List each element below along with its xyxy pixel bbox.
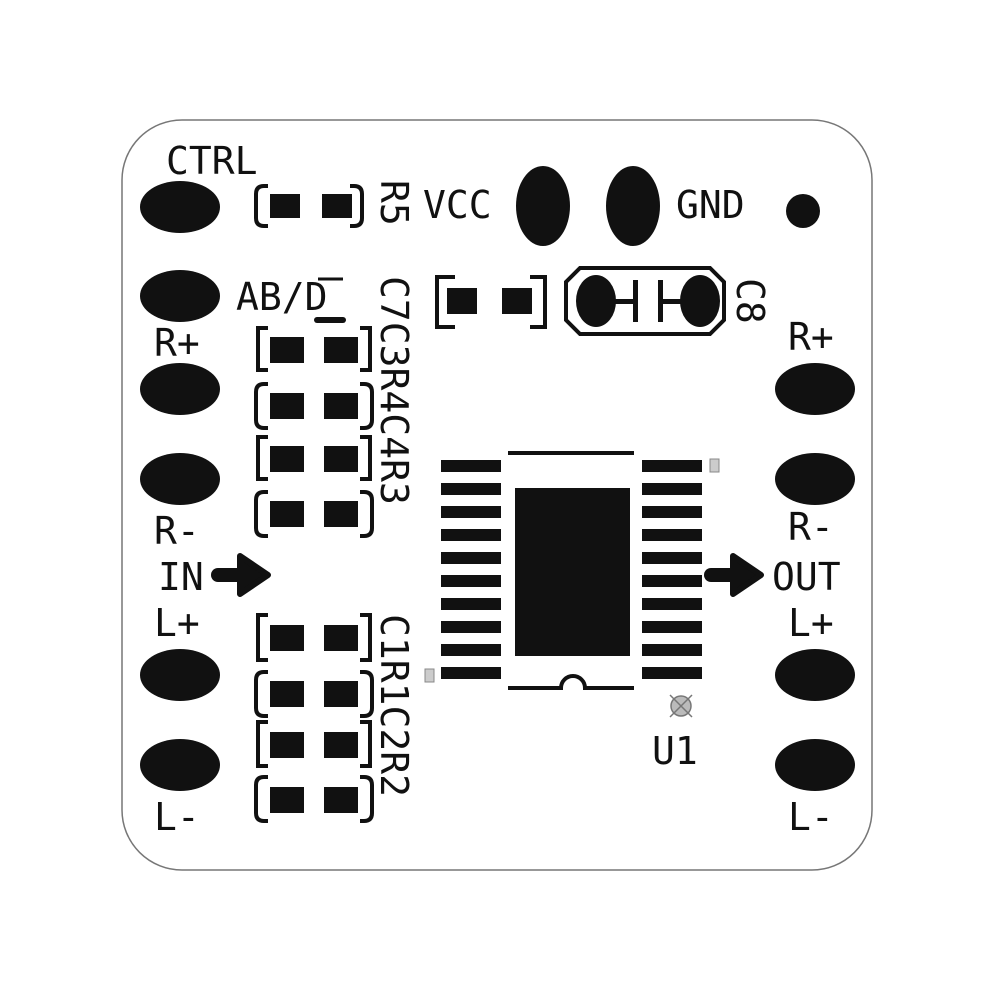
right-r-minus-pad[interactable]	[775, 453, 855, 505]
vcc-label: VCC	[423, 183, 492, 227]
u1-marker-right	[709, 458, 720, 473]
ic-pin	[642, 552, 702, 564]
left-l-plus-label: L+	[154, 601, 200, 645]
c8-footprint	[564, 266, 726, 336]
lower-passive-group	[254, 613, 374, 823]
ab-d-label: AB/D	[236, 275, 328, 319]
left-r-minus-label: R-	[154, 509, 200, 553]
component-ref-label: R2	[372, 751, 416, 797]
component-ref-label: R3	[372, 459, 416, 505]
component-ref-label: C7	[372, 276, 416, 322]
gnd-pad[interactable]	[606, 166, 660, 246]
ic-pin	[441, 598, 501, 610]
ic-pin	[642, 483, 702, 495]
ic-pin	[642, 575, 702, 587]
right-l-plus-label: L+	[788, 601, 834, 645]
component-ref-label: R4	[372, 368, 416, 414]
in-arrow-icon	[211, 553, 271, 597]
right-l-minus-label: L-	[788, 795, 834, 839]
right-r-plus-label: R+	[788, 315, 834, 359]
mount-dot	[786, 194, 820, 228]
u1-left-pins	[441, 460, 501, 679]
left-l-minus-label: L-	[154, 795, 200, 839]
u1-label: U1	[652, 729, 698, 773]
left-r-plus-label: R+	[154, 321, 200, 365]
small-cap-footprint	[435, 275, 547, 329]
component-ref-label: C2	[372, 706, 416, 752]
ic-pin	[441, 483, 501, 495]
ic-pin	[642, 621, 702, 633]
gnd-label: GND	[676, 183, 745, 227]
left-r-plus-pad[interactable]	[140, 363, 220, 415]
ic-pin	[441, 667, 501, 679]
u1-marker-left	[424, 668, 435, 683]
ic-pin	[441, 644, 501, 656]
ctrl-pad[interactable]	[140, 181, 220, 233]
upper-passive-group	[254, 317, 374, 538]
component-ref-label: C4	[372, 413, 416, 459]
out-arrow-icon	[704, 553, 764, 597]
u1-thermal-pad	[515, 488, 630, 656]
upper-group-label: C7C3R4C4R3	[372, 276, 416, 505]
ic-pin	[441, 552, 501, 564]
ic-pin	[642, 460, 702, 472]
ic-pin	[441, 621, 501, 633]
right-r-plus-pad[interactable]	[775, 363, 855, 415]
ctrl-label: CTRL	[166, 139, 258, 183]
ic-pin	[642, 529, 702, 541]
u1-right-pins	[642, 460, 702, 679]
right-l-minus-pad[interactable]	[775, 739, 855, 791]
r5-label: R5	[372, 180, 416, 226]
ic-pin	[642, 667, 702, 679]
right-l-plus-pad[interactable]	[775, 649, 855, 701]
component-ref-label: C1	[372, 614, 416, 660]
ic-pin	[642, 644, 702, 656]
ic-pin	[642, 598, 702, 610]
ic-pin	[441, 575, 501, 587]
out-label: OUT	[772, 555, 841, 599]
ab-d-pad[interactable]	[140, 270, 220, 322]
ic-pin	[441, 529, 501, 541]
r5-footprint	[254, 184, 364, 228]
ic-pin	[642, 506, 702, 518]
in-label: IN	[158, 555, 204, 599]
ic-pin	[441, 506, 501, 518]
c8-label: C8	[728, 278, 772, 324]
left-l-plus-pad[interactable]	[140, 649, 220, 701]
vcc-pad[interactable]	[516, 166, 570, 246]
lower-group-label: C1R1C2R2	[372, 614, 416, 797]
u1-ic-footprint	[424, 451, 720, 718]
right-r-minus-label: R-	[788, 505, 834, 549]
left-l-minus-pad[interactable]	[140, 739, 220, 791]
component-ref-label: C3	[372, 322, 416, 368]
left-r-minus-pad[interactable]	[140, 453, 220, 505]
component-ref-label: R1	[372, 660, 416, 706]
ic-pin	[441, 460, 501, 472]
